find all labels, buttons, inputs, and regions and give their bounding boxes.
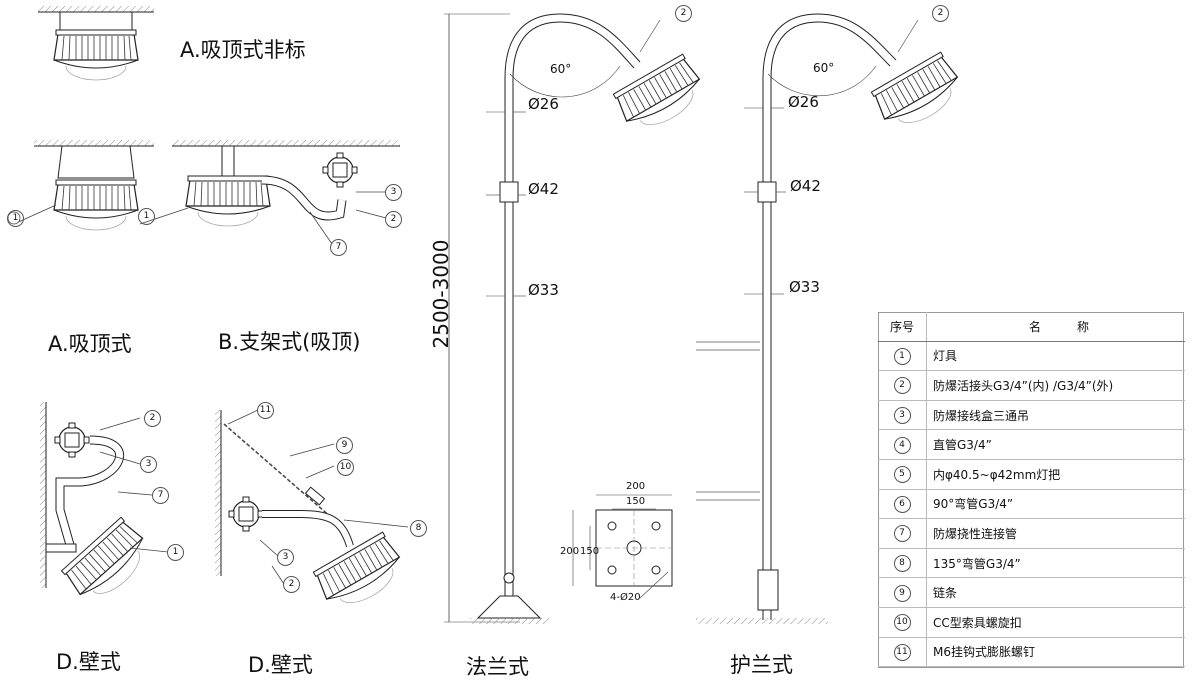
row-no: 7 xyxy=(893,525,911,543)
table-row: 10 CC型索具螺旋扣 xyxy=(878,607,1185,638)
table-row: 5 内φ40.5~φ42mm灯把 xyxy=(878,459,1185,490)
callout-b-3: 3 xyxy=(385,184,402,201)
dimension-dia-42-left: Ø42 xyxy=(528,180,559,198)
row-no: 8 xyxy=(893,555,911,573)
row-no: 9 xyxy=(893,584,911,602)
variant-a-ceiling-drawing xyxy=(7,140,154,231)
row-name: 90°弯管G3/4” xyxy=(926,489,1185,520)
callout-d2-11: 11 xyxy=(257,402,274,419)
row-name: 直管G3/4” xyxy=(926,429,1185,460)
dimension-dia-33-right: Ø33 xyxy=(789,278,820,296)
parts-table-header: 序号 名 称 xyxy=(878,312,1185,342)
row-name: 链条 xyxy=(926,577,1185,608)
row-name: 灯具 xyxy=(926,341,1185,372)
dimension-flange-200-h: 200 xyxy=(626,481,646,492)
flange-pole-drawing xyxy=(444,13,710,624)
callout-a-1: 1 xyxy=(7,210,24,227)
row-name: 135°弯管G3/4” xyxy=(926,548,1185,579)
callout-b-1: 1 xyxy=(138,208,155,225)
row-no: 4 xyxy=(893,436,911,454)
callout-d2-8: 8 xyxy=(410,520,427,537)
table-row: 2 防爆活接头G3/4”(内) /G3/4”(外) xyxy=(878,370,1185,401)
callout-b-2: 2 xyxy=(385,211,402,228)
dimension-dia-33-left: Ø33 xyxy=(528,281,559,299)
table-row: 9 链条 xyxy=(878,577,1185,608)
row-name: 防爆活接头G3/4”(内) /G3/4”(外) xyxy=(926,370,1185,401)
label-b-bracket: B.支架式(吸顶) xyxy=(218,330,361,354)
header-name: 名 称 xyxy=(926,312,1185,342)
dimension-dia-26-left: Ø26 xyxy=(528,95,559,113)
row-no: 6 xyxy=(893,495,911,513)
row-no: 3 xyxy=(893,407,911,425)
label-a-ceiling: A.吸顶式 xyxy=(48,332,132,356)
flange-plate-drawing xyxy=(572,494,673,599)
table-row: 3 防爆接线盒三通吊 xyxy=(878,400,1185,431)
variant-d-wall-2-drawing xyxy=(215,409,410,618)
row-name: 防爆接线盒三通吊 xyxy=(926,400,1185,431)
callout-d1-1: 1 xyxy=(167,544,184,561)
callout-d1-7: 7 xyxy=(152,487,169,504)
row-name: M6挂钩式膨胀螺钉 xyxy=(926,637,1185,668)
row-no: 5 xyxy=(893,466,911,484)
row-name: 内φ40.5~φ42mm灯把 xyxy=(926,459,1185,490)
table-row: 11 M6挂钩式膨胀螺钉 xyxy=(878,637,1185,668)
callout-d2-10: 10 xyxy=(337,459,354,476)
table-row: 6 90°弯管G3/4” xyxy=(878,489,1185,520)
label-d-wall-1: D.壁式 xyxy=(56,650,121,674)
callout-d2-9: 9 xyxy=(336,437,353,454)
parts-table: 序号 名 称 1 灯具 2 防爆活接头G3/4”(内) /G3/4”(外) 3 防爆接… xyxy=(878,312,1185,668)
row-no: 11 xyxy=(893,643,911,661)
dimension-height-range: 2500-3000 xyxy=(429,239,453,349)
row-no: 1 xyxy=(893,347,911,365)
dimension-flange-150-h: 150 xyxy=(626,496,646,507)
dimension-angle-left: 60° xyxy=(550,62,572,76)
callout-pole-left-2: 2 xyxy=(675,5,692,22)
header-no: 序号 xyxy=(878,312,927,342)
callout-d2-3: 3 xyxy=(277,549,294,566)
label-hoop: 护兰式 xyxy=(730,653,793,677)
callout-pole-right-2: 2 xyxy=(932,5,949,22)
label-a-ceiling-nonstandard: A.吸顶式非标 xyxy=(180,38,306,62)
row-name: CC型索具螺旋扣 xyxy=(926,607,1185,638)
dimension-dia-42-right: Ø42 xyxy=(790,177,821,195)
table-row: 7 防爆挠性连接管 xyxy=(878,518,1185,549)
dimension-angle-right: 60° xyxy=(813,61,835,75)
table-row: 4 直管G3/4” xyxy=(878,429,1185,460)
variant-a-nonstandard-drawing xyxy=(38,6,154,81)
callout-b-7: 7 xyxy=(330,239,347,256)
dimension-flange-holes: 4-Ø20 xyxy=(610,592,641,603)
row-no: 10 xyxy=(893,614,911,632)
row-name: 防爆挠性连接管 xyxy=(926,518,1185,549)
dimension-flange-200-v: 200 xyxy=(560,546,580,557)
label-d-wall-2: D.壁式 xyxy=(248,653,313,677)
callout-d2-2: 2 xyxy=(283,576,300,593)
variant-b-bracket-drawing xyxy=(139,140,400,245)
variant-d-wall-1-drawing xyxy=(40,402,169,610)
table-row: 1 灯具 xyxy=(878,341,1185,372)
row-no: 2 xyxy=(893,377,911,395)
hoop-pole-drawing xyxy=(696,13,968,624)
table-row: 8 135°弯管G3/4” xyxy=(878,548,1185,579)
callout-d1-2: 2 xyxy=(144,410,161,427)
dimension-dia-26-right: Ø26 xyxy=(788,93,819,111)
label-flange: 法兰式 xyxy=(466,655,529,679)
dimension-flange-150-v: 150 xyxy=(580,546,600,557)
callout-d1-3: 3 xyxy=(140,456,157,473)
